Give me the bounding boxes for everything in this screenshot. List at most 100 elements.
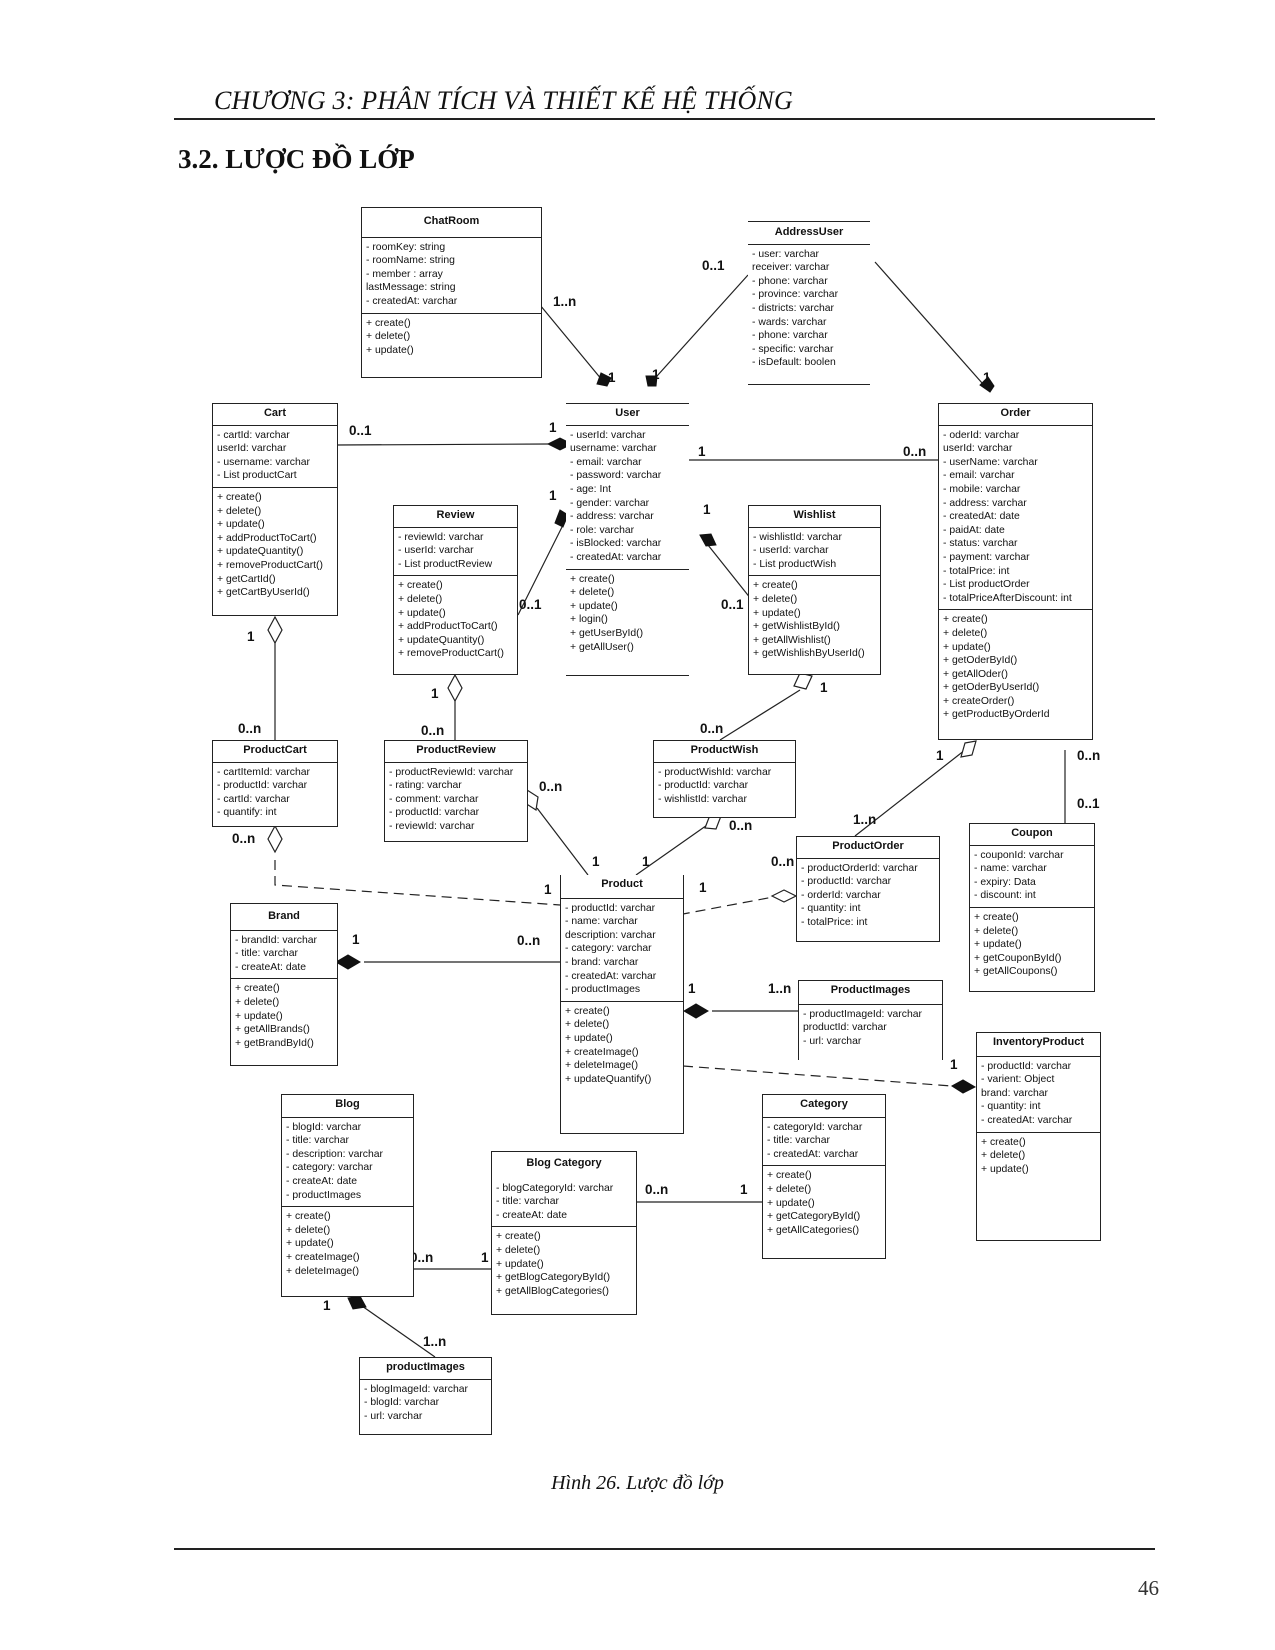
association-diamond	[979, 376, 995, 393]
methods: + create()+ delete()+ update()+ getCoupo…	[970, 906, 1094, 983]
member-line: + update()	[753, 607, 801, 619]
member-line: description: varchar	[565, 929, 656, 941]
member-line: + delete()	[235, 996, 280, 1008]
methods: + create()+ delete()+ update()+ createIm…	[561, 1000, 683, 1091]
member-line: - couponId: varchar	[974, 849, 1064, 861]
multiplicity-label: 1	[699, 880, 707, 895]
multiplicity-label: 0..1	[349, 423, 372, 438]
association-diamond	[645, 375, 658, 387]
member-line: + create()	[366, 317, 411, 329]
multiplicity-label: 1..n	[768, 981, 791, 996]
attributes: - blogCategoryId: varchar - title: varcha…	[492, 1179, 636, 1227]
member-line: - gender: varchar	[570, 497, 650, 509]
member-line: - userId: varchar	[398, 545, 474, 557]
member-line: - quantify: int	[217, 807, 277, 819]
member-line: + update()	[570, 600, 618, 612]
member-line: + update()	[974, 939, 1022, 951]
page-number: 46	[1138, 1576, 1159, 1600]
member-line: + delete()	[398, 593, 443, 605]
association-line	[719, 689, 801, 741]
member-line: + createImage()	[565, 1046, 639, 1058]
multiplicity-label: 1	[652, 367, 660, 382]
multiplicity-label: 1	[820, 680, 828, 695]
class-review: Review - reviewId: varchar- userId: varc…	[393, 505, 518, 675]
class-name: productImages	[386, 1361, 465, 1373]
member-line: - discount: int	[974, 890, 1036, 902]
multiplicity-label: 0..1	[1077, 796, 1100, 811]
member-line: - quantity: int	[801, 903, 861, 915]
class-productimages: ProductImages - productImageId: varchar …	[798, 980, 943, 1060]
multiplicity-label: 1	[544, 882, 552, 897]
multiplicity-label: 1	[642, 854, 650, 869]
member-line: - paidAt: date	[943, 524, 1005, 536]
member-line: - user: varchar	[752, 248, 819, 260]
member-line: - blogCategoryId: varchar	[496, 1182, 614, 1194]
member-line: - title: varchar	[496, 1196, 559, 1208]
member-line: + getOderById()	[943, 655, 1018, 667]
multiplicity-label: 1	[592, 854, 600, 869]
class-user: User - userId: varchar username: varchar…	[566, 403, 689, 676]
member-line: + getProductByOrderId	[943, 709, 1050, 721]
member-line: - address: varchar	[570, 511, 654, 523]
member-line: - varient: Object	[981, 1074, 1055, 1086]
attributes: - oderId: varchar userId: varchar- userN…	[939, 424, 1092, 610]
member-line: + getAllCategories()	[767, 1224, 860, 1236]
class-name: Blog Category	[526, 1157, 602, 1169]
multiplicity-label: 0..n	[700, 721, 723, 736]
multiplicity-label: 0..1	[702, 258, 725, 273]
member-line: + getAllUser()	[570, 641, 634, 653]
methods: + create()+ delete()+ update()	[362, 312, 541, 362]
member-line: + create()	[398, 580, 443, 592]
member-line: - productId: varchar	[389, 807, 480, 819]
multiplicity-label: 0..1	[519, 597, 542, 612]
multiplicity-label: 1	[431, 686, 439, 701]
composition-diamond	[596, 372, 612, 387]
attributes: - wishlistId: varchar- userId: varchar- …	[749, 526, 880, 576]
member-line: - role: varchar	[570, 524, 635, 536]
member-line: + create()	[753, 580, 798, 592]
member-line: - createdAt: varchar	[570, 551, 662, 563]
association-line	[274, 860, 561, 906]
member-line: - age: Int	[570, 483, 612, 495]
member-line: + createImage()	[286, 1251, 360, 1263]
member-line: + delete()	[217, 505, 262, 517]
member-line: - wishlistId: varchar	[658, 793, 747, 805]
multiplicity-label: 1	[936, 748, 944, 763]
association-line	[682, 894, 785, 915]
member-line: - productId: varchar	[217, 780, 308, 792]
member-line: - createdAt: varchar	[767, 1148, 859, 1160]
member-line: - phone: varchar	[752, 330, 828, 342]
member-line: + create()	[217, 491, 262, 503]
attributes: - brandId: varchar- title: varchar- crea…	[231, 929, 337, 979]
member-line: + update()	[217, 519, 265, 531]
methods: + create()+ delete()+ update()+ getWishl…	[749, 575, 880, 665]
class-name: Cart	[263, 407, 286, 419]
member-line: - isBlocked: varchar	[570, 538, 662, 550]
member-line: + update()	[286, 1238, 334, 1250]
class-name: Product	[601, 878, 643, 890]
member-line: - productId: varchar	[981, 1060, 1072, 1072]
member-line: + create()	[286, 1211, 331, 1223]
class-name: ProductReview	[416, 744, 496, 756]
multiplicity-label: 0..n	[238, 721, 261, 736]
member-line: - cartId: varchar	[217, 429, 290, 441]
member-line: + delete()	[570, 587, 615, 599]
association-diamond	[267, 615, 283, 645]
member-line: productId: varchar	[803, 1022, 887, 1034]
multiplicity-label: 1	[688, 981, 696, 996]
member-line: - wishlistId: varchar	[753, 531, 842, 543]
member-line: - userId: varchar	[753, 545, 829, 557]
methods: + create()+ delete()+ update()+ login()+…	[566, 568, 689, 659]
member-line: + update()	[366, 344, 414, 356]
member-line: + login()	[570, 614, 608, 626]
association-diamond	[447, 673, 463, 703]
member-line: + getWishlistById()	[753, 621, 840, 633]
member-line: + create()	[496, 1231, 541, 1243]
member-line: - userName: varchar	[943, 456, 1038, 468]
multiplicity-label: 0..n	[517, 933, 540, 948]
member-line: - category: varchar	[286, 1162, 373, 1174]
member-line: + update()	[767, 1197, 815, 1209]
multiplicity-label: 0..1	[721, 597, 744, 612]
class-coupon: Coupon - couponId: varchar- name: varcha…	[969, 823, 1095, 992]
member-line: + createOrder()	[943, 695, 1015, 707]
